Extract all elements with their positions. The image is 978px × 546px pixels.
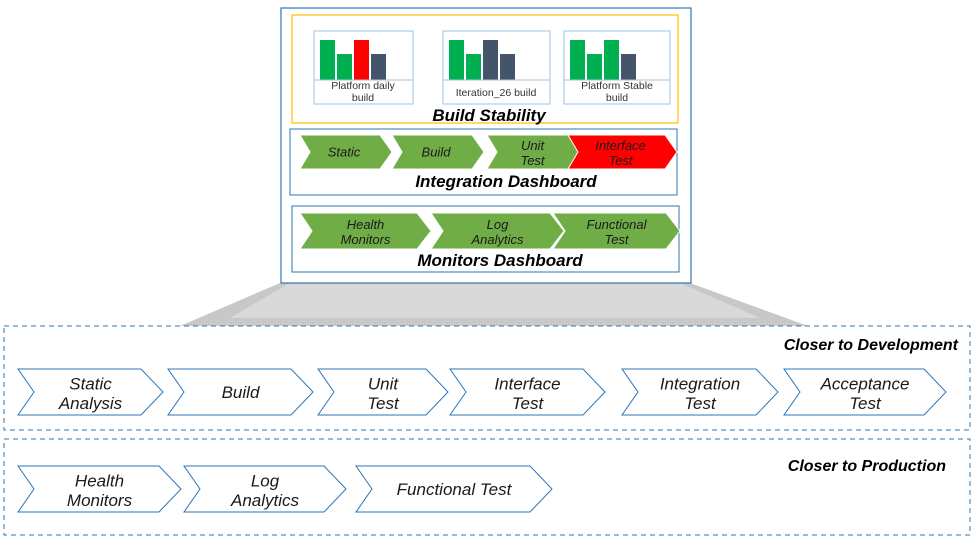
monitor-step-shape [430,212,565,250]
build-bar [570,40,585,80]
production-step-shape [355,465,553,513]
production-title: Closer to Production [788,458,946,475]
monitor-step-shape [552,212,681,250]
integration-step-label-line1: Build [422,145,452,160]
development-step-label-line2: Test [684,394,717,413]
development-step-label-line1: Integration [660,374,740,393]
build-card: Platform Stable build [563,30,671,105]
build-bar [621,54,636,80]
monitors-dashboard-title: Monitors Dashboard [417,251,583,270]
integration-step-label-line1: Static [328,145,361,160]
development-step-shape [449,368,606,416]
build-bar [466,54,481,80]
production-step-shape [17,465,182,513]
monitor-step-shape [299,212,432,250]
build-card-label-line2: build [352,92,374,104]
monitor-step-label-line1: Functional [587,217,648,232]
build-bar [337,54,352,80]
production-step-label-line1: Health [75,471,124,490]
build-bar [587,54,602,80]
build-bar [371,54,386,80]
monitor-step-label-line1: Log [487,217,509,232]
build-bar [483,40,498,80]
build-bar [320,40,335,80]
build-bar [500,54,515,80]
production-step-label-line1: Functional Test [397,480,513,499]
development-step-shape [621,368,779,416]
development-step-shape [317,368,449,416]
integration-step-label-line1: Unit [521,138,546,153]
integration-step-shape [299,134,393,170]
development-step: Build [167,368,314,416]
card-bar-group [320,40,386,80]
production-step-label-line1: Log [251,471,280,490]
card-bar-group [449,40,515,80]
integration-step-shape [567,134,678,170]
development-step-shape [167,368,314,416]
development-step-label-line1: Interface [494,374,560,393]
card-bar-group [570,40,636,80]
development-step-label-line1: Static [69,374,112,393]
build-card-label-line1: Iteration_26 build [456,87,537,99]
development-step-label-line1: Build [222,383,260,402]
production-step-label-line2: Analytics [230,491,300,510]
production-step-label-line2: Monitors [67,491,133,510]
development-step-label-line2: Test [849,394,882,413]
integration-step-shape [391,134,485,170]
development-step-label-line1: Acceptance [820,374,910,393]
monitor-step-label-line2: Monitors [341,232,391,247]
development-step-label-line2: Analysis [58,394,123,413]
build-bar [449,40,464,80]
build-bar [354,40,369,80]
monitor-step-label-line1: Health [347,217,385,232]
zoom-funnel-highlight [230,283,760,318]
build-card: Platform daily build [313,30,414,105]
build-card: Iteration_26 build [442,30,551,105]
integration-step-label-line2: Test [608,153,633,168]
integration-dashboard-title: Integration Dashboard [415,172,597,191]
build-card-label-line1: Platform daily [331,80,395,92]
development-step-shape [17,368,164,416]
integration-step: Static [299,134,393,170]
build-card-label-line2: build [606,92,628,104]
development-step-label-line2: Test [512,394,545,413]
build-stability-title: Build Stability [432,106,547,125]
development-title: Closer to Development [784,337,959,354]
monitor-step-label-line2: Test [604,232,629,247]
development-step-shape [783,368,947,416]
integration-step: Build [391,134,485,170]
build-card-label-line1: Platform Stable [581,80,653,92]
build-bar [604,40,619,80]
integration-step-label-line1: Interface [595,138,646,153]
integration-step-label-line2: Test [520,153,545,168]
development-step-label-line2: Test [367,394,400,413]
production-step: Functional Test [355,465,553,513]
monitor-step-label-line2: Analytics [470,232,524,247]
development-step-label-line1: Unit [368,374,400,393]
production-step-shape [183,465,347,513]
